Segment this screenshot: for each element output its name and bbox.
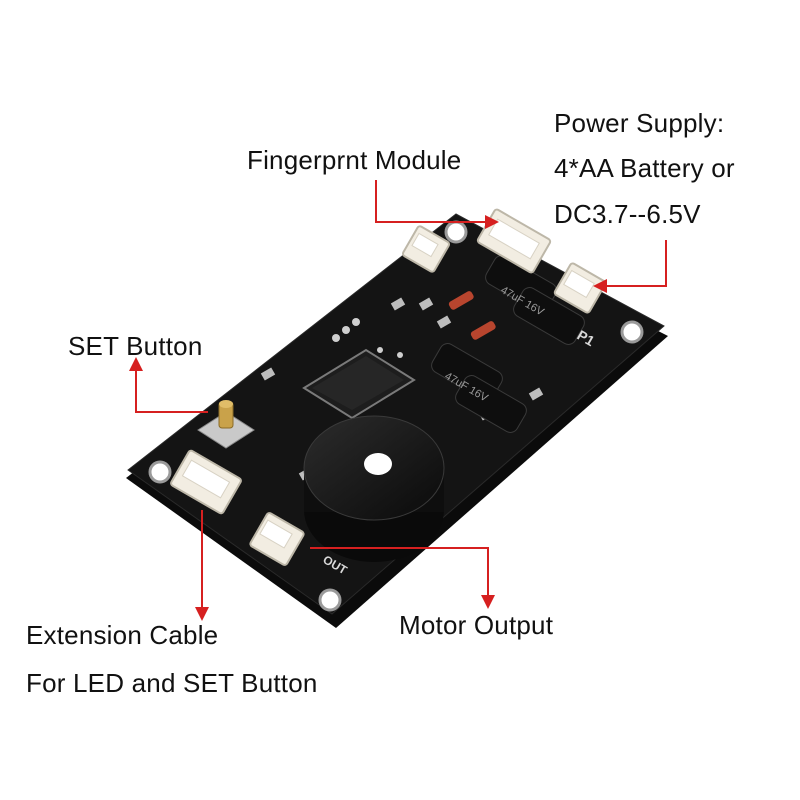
label-extension-cable-line1: Extension Cable xyxy=(26,620,219,650)
callout-fingerprint xyxy=(375,180,499,229)
connector-extension xyxy=(170,449,242,515)
electrolytic-capacitors: 47uF 16V 47uF 16V xyxy=(431,255,585,433)
label-power-supply-line1: Power Supply: xyxy=(554,108,725,138)
mounting-hole xyxy=(148,460,172,484)
mounting-hole xyxy=(620,320,644,344)
set-tactile-button xyxy=(197,400,255,449)
buzzer xyxy=(303,415,445,562)
label-extension-cable-line2: For LED and SET Button xyxy=(26,668,318,698)
connector-power xyxy=(553,262,607,314)
diodes xyxy=(448,291,496,340)
callout-power xyxy=(593,240,667,293)
label-fingerprint-module: Fingerprnt Module xyxy=(247,145,462,175)
label-motor-output: Motor Output xyxy=(399,610,554,640)
connector-left-top xyxy=(402,225,450,273)
mounting-hole xyxy=(318,588,342,612)
label-power-supply-line3: DC3.7--6.5V xyxy=(554,199,701,229)
mounting-hole xyxy=(444,220,468,244)
callout-motor xyxy=(310,547,495,609)
label-power-supply-line2: 4*AA Battery or xyxy=(554,153,735,183)
label-set-button: SET Button xyxy=(68,331,203,361)
callout-set xyxy=(129,357,208,413)
microcontroller-chip xyxy=(302,348,416,420)
connector-motor xyxy=(249,512,305,566)
p1-marking: P1 xyxy=(575,327,598,350)
callout-lines xyxy=(129,180,667,621)
